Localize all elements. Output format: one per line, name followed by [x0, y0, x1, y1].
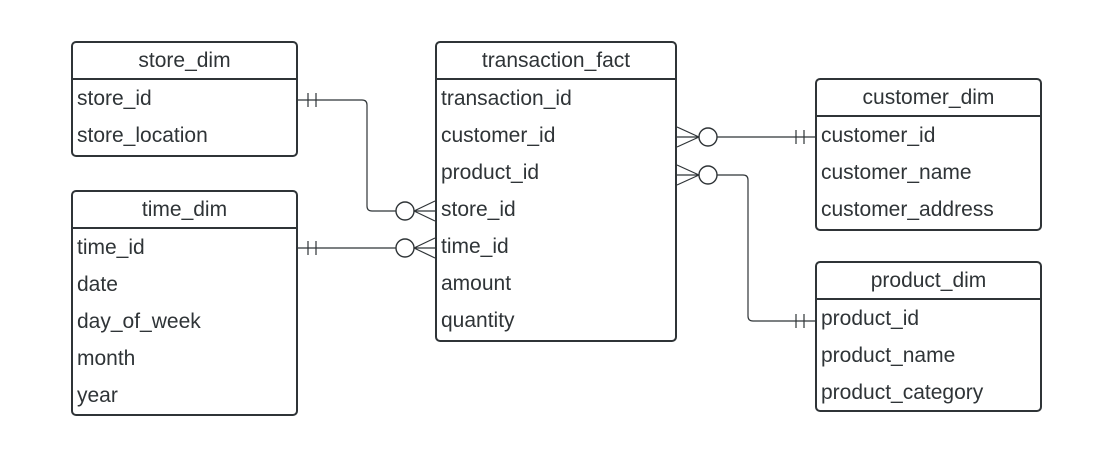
field-month[interactable]: month: [77, 347, 136, 370]
field-time-id[interactable]: time_id: [77, 236, 145, 259]
field-customer-id[interactable]: customer_id: [441, 124, 556, 147]
entity-title: product_dim: [817, 263, 1040, 300]
zero-circle: [395, 238, 415, 258]
field-transaction-id[interactable]: transaction_id: [441, 87, 572, 110]
zero-circle: [698, 127, 718, 147]
field-day-of-week[interactable]: day_of_week: [77, 310, 201, 333]
field-store-id[interactable]: store_id: [77, 87, 152, 110]
entity-time-dim[interactable]: time_dim time_id date day_of_week month …: [71, 190, 298, 416]
entity-title: customer_dim: [817, 80, 1040, 117]
entity-customer-dim[interactable]: customer_dim customer_id customer_name c…: [815, 78, 1042, 231]
zero-circle: [395, 201, 415, 221]
zero-circle: [698, 165, 718, 185]
field-store-location[interactable]: store_location: [77, 124, 208, 147]
field-customer-address[interactable]: customer_address: [821, 198, 994, 221]
entity-title: store_dim: [73, 43, 296, 80]
field-time-id[interactable]: time_id: [441, 235, 509, 258]
crowfoot: [676, 164, 700, 186]
field-customer-id[interactable]: customer_id: [821, 124, 936, 147]
relationship-store[interactable]: [298, 93, 436, 222]
crowfoot: [413, 237, 436, 259]
relationship-customer[interactable]: [676, 126, 815, 148]
field-store-id[interactable]: store_id: [441, 198, 516, 221]
field-product-id[interactable]: product_id: [821, 307, 920, 330]
entity-transaction-fact[interactable]: transaction_fact transaction_id customer…: [435, 41, 677, 342]
connector-line: [298, 99, 396, 212]
field-year[interactable]: year: [77, 384, 118, 407]
relationship-time[interactable]: [298, 237, 436, 259]
field-quantity[interactable]: quantity: [441, 309, 515, 332]
crowfoot: [676, 126, 700, 148]
field-product-name[interactable]: product_name: [821, 344, 956, 367]
entity-store-dim[interactable]: store_dim store_id store_location: [71, 41, 298, 157]
entity-title: transaction_fact: [437, 43, 675, 80]
entity-product-dim[interactable]: product_dim product_id product_name prod…: [815, 261, 1042, 412]
crowfoot: [413, 200, 436, 222]
entity-title: time_dim: [73, 192, 296, 229]
field-product-id[interactable]: product_id: [441, 161, 540, 184]
relationship-product[interactable]: [676, 164, 815, 328]
field-customer-name[interactable]: customer_name: [821, 161, 972, 184]
field-product-category[interactable]: product_category: [821, 381, 984, 404]
field-date[interactable]: date: [77, 273, 118, 296]
field-amount[interactable]: amount: [441, 272, 512, 295]
connector-line: [717, 174, 815, 322]
